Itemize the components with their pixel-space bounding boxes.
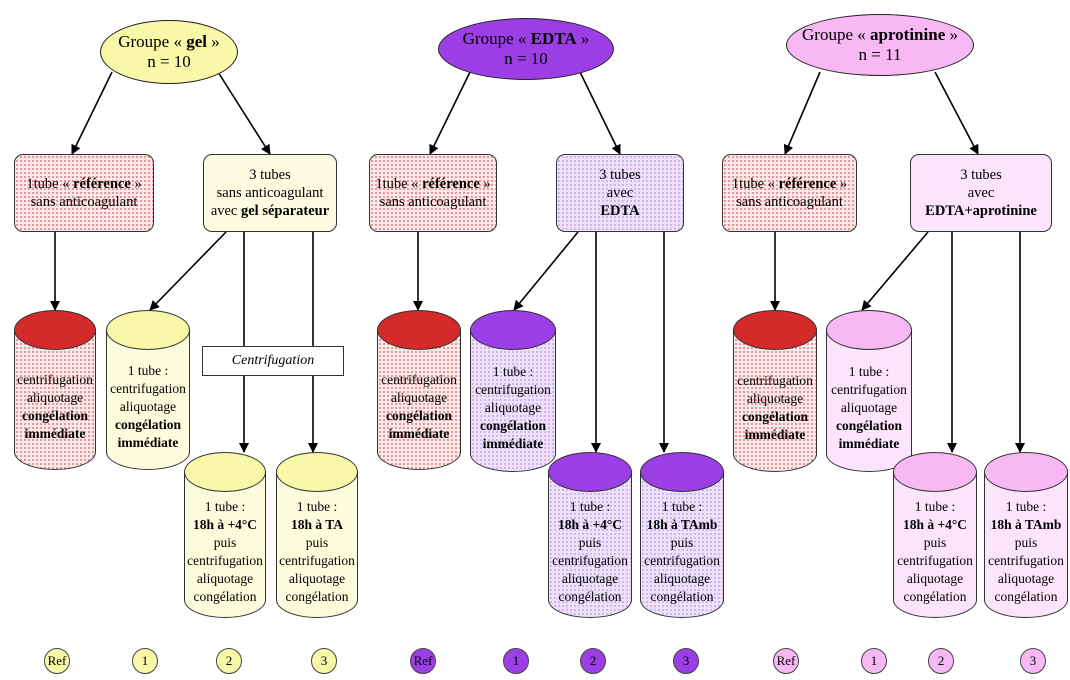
aprotinine-tube-3: 1 tube : 18h à TAmb puis centrifugation … [984,452,1068,618]
group-edta-node: Groupe « EDTA » n = 10 [438,18,614,80]
marker-apro-3: 3 [1020,648,1046,674]
arrow-gel-tubes-to-t1 [149,231,227,311]
tube-cap [640,452,724,492]
aprotinine-tube-1: 1 tube : centrifugation aliquotage congé… [826,310,912,472]
marker-gel-ref: Ref [44,648,70,674]
tube-cap [826,310,912,350]
marker-apro-1: 1 [861,648,887,674]
edta-ref-tube: centrifugation aliquotage congélation im… [377,310,461,470]
gel-tube-1: 1 tube : centrifugation aliquotage congé… [106,310,190,470]
arrow-gel-to-ref [71,71,113,155]
gel-three-tubes-box: 3 tubes sans anticoagulant avec gel sépa… [203,154,337,232]
tube-cap [733,310,817,350]
gel-tube-3: 1 tube : 18h à TA puis centrifugation al… [276,452,358,618]
edta-tube-2: 1 tube : 18h à +4°C puis centrifugation … [548,452,632,618]
group-gel-count: n = 10 [147,52,191,71]
centrifugation-label: Centrifugation [202,346,344,376]
gel-tube-2: 1 tube : 18h à +4°C puis centrifugation … [184,452,266,618]
gel-ref-tube: centrifugation aliquotage congélation im… [14,310,96,470]
marker-gel-2: 2 [216,648,242,674]
marker-edta-ref: Ref [410,648,436,674]
group-gel-node: Groupe « gel » n = 10 [100,20,238,84]
arrow-apro-to-tubes [934,71,979,155]
aprotinine-three-tubes-box: 3 tubes avec EDTA+aprotinine [910,154,1052,232]
arrow-edta-tubes-to-t1 [513,231,579,311]
marker-edta-3: 3 [673,648,699,674]
marker-edta-1: 1 [503,648,529,674]
marker-gel-1: 1 [132,648,158,674]
marker-apro-2: 2 [928,648,954,674]
arrow-edta-to-ref [429,71,471,155]
edta-three-tubes-box: 3 tubes avec EDTA [556,154,684,232]
arrow-gel-to-tubes [217,71,271,155]
edta-tube-1: 1 tube : centrifugation aliquotage congé… [470,310,556,472]
arrow-edta-to-tubes [579,71,621,155]
tube-cap [548,452,632,492]
marker-edta-2: 2 [580,648,606,674]
marker-gel-3: 3 [311,648,337,674]
tube-cap [377,310,461,350]
tube-cap [984,452,1068,492]
tube-cap [14,310,96,350]
aprotinine-ref-tube: centrifugation aliquotage congélation im… [733,310,817,472]
aprotinine-tube-2: 1 tube : 18h à +4°C puis centrifugation … [893,452,977,618]
arrow-apro-tubes-to-t1 [861,231,929,311]
aprotinine-reference-box: 1tube « référence » sans anticoagulant [722,154,857,232]
group-aprotinine-node: Groupe « aprotinine » n = 11 [786,14,974,76]
edta-reference-box: 1tube « référence » sans anticoagulant [369,154,497,232]
tube-cap [276,452,358,492]
group-edta-count: n = 10 [504,49,548,68]
tube-cap [106,310,190,350]
tube-cap [184,452,266,492]
group-aprotinine-count: n = 11 [858,45,902,64]
edta-tube-3: 1 tube : 18h à TAmb puis centrifugation … [640,452,724,618]
tube-cap [893,452,977,492]
arrow-apro-to-ref [783,71,821,155]
marker-apro-ref: Ref [773,648,799,674]
gel-reference-box: 1tube « référence » sans anticoagulant [14,154,154,232]
tube-cap [470,310,556,350]
